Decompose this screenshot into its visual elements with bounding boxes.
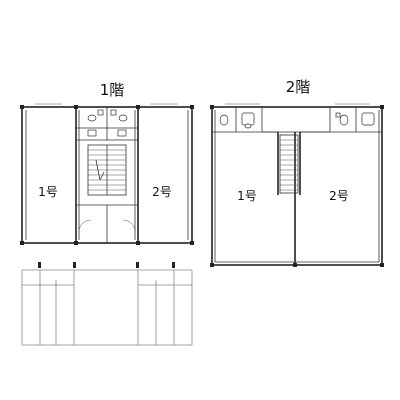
floor-2-plan: 2階 [210,78,384,267]
floor-2-unit-2-label: 2号 [329,189,349,203]
floor-2-unit-1-label: 1号 [237,189,257,203]
floor-1-unit-2-label: 2号 [152,185,172,199]
floor-1-title: 1階 [100,81,125,99]
floor-1-unit-1-label: 1号 [38,185,58,199]
floor-2-title: 2階 [286,78,311,96]
floor-1-plan: 1階 [20,81,194,346]
exterior-parking-outline [21,262,193,346]
